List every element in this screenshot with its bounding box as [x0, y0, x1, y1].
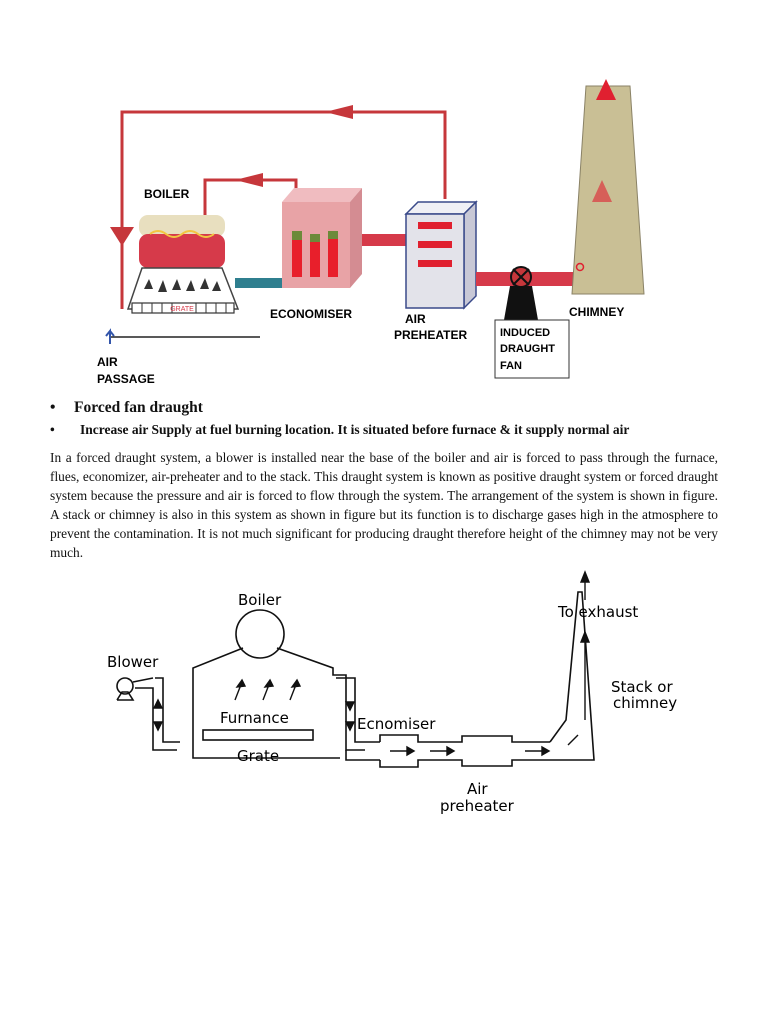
grate-label: Grate — [237, 747, 279, 765]
economiser-label: ECONOMISER — [270, 307, 352, 321]
boiler: GRATE — [126, 215, 240, 314]
bullet-item: • Increase air Supply at fuel burning lo… — [50, 420, 730, 440]
body-paragraph: In a forced draught system, a blower is … — [50, 450, 718, 560]
boiler-label: BOILER — [144, 187, 190, 201]
economiser-label: Ecnomiser — [357, 715, 436, 733]
arrow-left-icon — [325, 105, 353, 119]
arrow-left-icon — [235, 173, 263, 187]
induced-draught-fan — [504, 266, 538, 320]
furnace-label: Furnance — [220, 709, 289, 727]
grate — [202, 729, 314, 741]
bullet-icon: • — [50, 399, 56, 416]
stack-label: Stack or chimney — [611, 678, 677, 712]
forced-draught-diagram: Boiler Blower Furnance Grate Ecnomiser A… — [107, 570, 677, 815]
bullet-icon: • — [50, 422, 55, 437]
bullet-list: • Forced fan draught • Increase air Supp… — [50, 398, 730, 440]
air-preheater-label: AIR PREHEATER — [394, 312, 467, 342]
bullet-text: Increase air Supply at fuel burning loca… — [80, 422, 630, 437]
air-passage-label: AIR PASSAGE — [97, 355, 155, 386]
bullet-item: • Forced fan draught — [50, 398, 730, 418]
grate-label: GRATE — [170, 306, 194, 313]
arrow-up-icon — [592, 180, 612, 202]
arrow-up-icon — [596, 79, 616, 100]
blower-label: Blower — [107, 653, 159, 671]
chimney-label: CHIMNEY — [569, 305, 624, 319]
boiler-drum — [235, 609, 285, 659]
induced-fan-label: INDUCED DRAUGHT FAN — [500, 327, 558, 372]
arrow-down-icon — [110, 227, 134, 246]
air-preheater — [404, 200, 478, 310]
induced-draught-diagram: GRATE BOILER ECONOMISER AIR PREHEATER — [97, 79, 645, 386]
boiler-label: Boiler — [238, 591, 282, 609]
economiser — [282, 188, 362, 288]
chimney — [571, 79, 645, 295]
blower-fan — [116, 677, 134, 695]
exhaust-label: To exhaust — [557, 603, 638, 621]
air-preheater-label: Air preheater — [440, 780, 515, 815]
bullet-text: Forced fan draught — [74, 399, 203, 416]
